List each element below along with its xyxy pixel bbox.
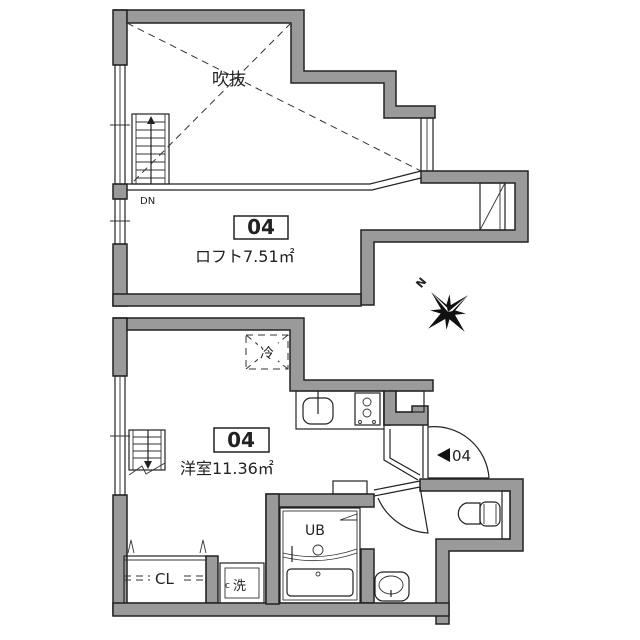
stair-dn-label: DN xyxy=(140,196,155,207)
main-room-area: 洋室11.36㎡ xyxy=(180,459,274,478)
entrance-label: 04 xyxy=(452,447,471,465)
bathtub xyxy=(286,568,354,597)
loft-room-number-box xyxy=(233,215,289,240)
washbasin xyxy=(374,571,410,602)
loft-plan: DN 吹抜 04 ロフト7.51㎡ xyxy=(110,9,529,307)
unitbath-right-wall xyxy=(360,548,375,604)
entrance-door-swing xyxy=(427,426,490,479)
main-floor-plan: 04 UB xyxy=(110,317,524,625)
unitbath-wall xyxy=(265,493,375,604)
washer-prefix: c xyxy=(225,581,230,591)
toilet-wall xyxy=(419,478,524,625)
closet-right-wall xyxy=(205,555,219,604)
void-label: 吹抜 xyxy=(212,70,246,90)
entrance-arrow-icon xyxy=(437,448,450,462)
loft-annex-storage xyxy=(479,182,506,231)
pipe-space-wall xyxy=(383,390,429,426)
unitbath-vent xyxy=(332,480,368,495)
main-room-number-box xyxy=(213,427,270,453)
void-diagonal-2 xyxy=(130,22,292,185)
main-bottom-wall xyxy=(112,602,450,617)
loft-room-area: ロフト7.51㎡ xyxy=(195,247,295,266)
fridge-space xyxy=(245,334,289,370)
compass-rose: N xyxy=(413,275,468,332)
main-left-wall-bottom xyxy=(112,494,128,616)
main-left-wall-top xyxy=(112,317,128,377)
kitchen-counter xyxy=(295,390,385,430)
closet-label: CL xyxy=(155,570,174,588)
compass-north-label: N xyxy=(413,275,429,290)
washer-label: 洗 xyxy=(233,579,246,594)
bath-door-swing xyxy=(377,486,429,534)
loft-top-wall xyxy=(113,9,436,119)
main-stair xyxy=(128,429,166,476)
loft-bottom-wall xyxy=(112,293,362,307)
loft-room-number: 04 xyxy=(247,215,275,239)
entrance-shoe-box xyxy=(383,429,419,481)
loft-left-wall-mid xyxy=(112,183,128,200)
void-diagonal-1 xyxy=(126,22,422,172)
loft-annex-wall xyxy=(360,170,529,306)
loft-left-wall-top xyxy=(112,9,128,66)
loft-railing xyxy=(127,170,422,185)
fridge-label: 冷 xyxy=(260,346,274,362)
gas-stove xyxy=(354,392,381,426)
loft-stair xyxy=(131,113,170,185)
toilet-icon xyxy=(457,501,501,527)
main-room-number: 04 xyxy=(227,428,255,452)
unitbath-label: UB xyxy=(305,523,325,539)
